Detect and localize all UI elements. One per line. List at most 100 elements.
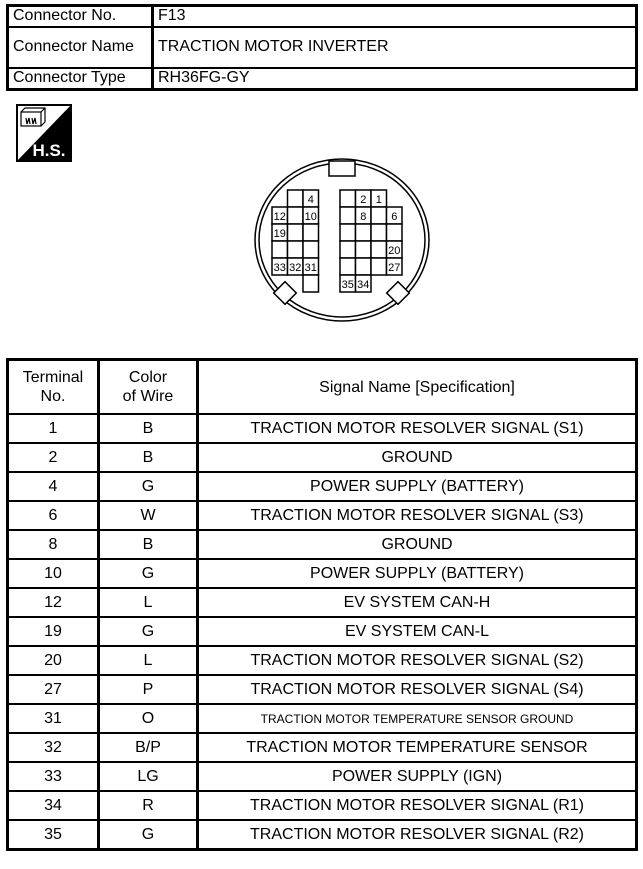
cell-signal: TRACTION MOTOR RESOLVER SIGNAL (R1) (196, 790, 638, 821)
cell-terminal: 31 (6, 703, 100, 734)
pin-number: 10 (305, 211, 317, 223)
cell-terminal: 32 (6, 732, 100, 763)
pin-cavity (370, 223, 388, 242)
cell-color: B (97, 442, 199, 473)
cell-color: B/P (97, 732, 199, 763)
pin-number: 19 (274, 228, 286, 240)
cell-signal: TRACTION MOTOR RESOLVER SIGNAL (S1) (196, 413, 638, 444)
pin-number: 4 (308, 194, 314, 206)
pin-cavity (339, 189, 357, 208)
latch-left (272, 280, 298, 306)
cell-terminal: 10 (6, 558, 100, 589)
cell-color: G (97, 558, 199, 589)
connector-no-row: Connector No. F13 (6, 4, 638, 28)
connector-name-value: TRACTION MOTOR INVERTER (151, 25, 638, 69)
harness-side-icon: H.S. (16, 104, 72, 162)
pin-number: 35 (342, 279, 354, 291)
cell-signal: TRACTION MOTOR RESOLVER SIGNAL (S3) (196, 500, 638, 531)
pin-cavity (271, 240, 289, 259)
pin-cavity (302, 223, 320, 242)
cell-signal: TRACTION MOTOR RESOLVER SIGNAL (S2) (196, 645, 638, 676)
cell-signal: POWER SUPPLY (BATTERY) (196, 471, 638, 502)
pin-cavity (286, 206, 304, 225)
header-color: Color of Wire (97, 358, 199, 415)
pin-number: 27 (388, 262, 400, 274)
pin-number: 31 (305, 262, 317, 274)
cell-color: W (97, 500, 199, 531)
pin-cavity (370, 206, 388, 225)
cell-terminal: 20 (6, 645, 100, 676)
pin-number: 33 (274, 262, 286, 274)
cell-color: G (97, 616, 199, 647)
connector-type-value: RH36FG-GY (151, 66, 638, 91)
cell-color: R (97, 790, 199, 821)
connector-info-table: Connector No. F13 Connector Name TRACTIO… (6, 4, 638, 91)
hs-label: H.S. (32, 141, 65, 160)
pin-cavity (339, 223, 357, 242)
connector-key (328, 160, 356, 177)
pin-cavity (354, 240, 372, 259)
pin-cavity (286, 189, 304, 208)
cell-color: G (97, 819, 199, 851)
cell-color: B (97, 529, 199, 560)
cell-terminal: 4 (6, 471, 100, 502)
pin-cavity (370, 257, 388, 276)
connector-glyph-icon (20, 107, 46, 127)
cell-signal: TRACTION MOTOR TEMPERATURE SENSOR (196, 732, 638, 763)
pin-cavity (339, 257, 357, 276)
pin-number: 2 (360, 194, 366, 206)
latch-right (385, 280, 411, 306)
cell-color: L (97, 587, 199, 618)
header-terminal-line1: Terminal (22, 369, 84, 386)
cell-signal: EV SYSTEM CAN-L (196, 616, 638, 647)
cell-signal: POWER SUPPLY (BATTERY) (196, 558, 638, 589)
pin-cavity (302, 274, 320, 293)
pin-cavity (354, 223, 372, 242)
pin-cavity (339, 240, 357, 259)
cell-terminal: 33 (6, 761, 100, 792)
pin-cavity (286, 240, 304, 259)
connector-type-row: Connector Type RH36FG-GY (6, 66, 638, 91)
pin-number: 8 (360, 211, 366, 223)
connector-no-label: Connector No. (6, 4, 154, 28)
header-color-line2: of Wire (122, 388, 174, 405)
header-signal: Signal Name [Specification] (196, 358, 638, 415)
cell-color: LG (97, 761, 199, 792)
header-terminal-line2: No. (40, 388, 66, 405)
cell-terminal: 6 (6, 500, 100, 531)
cell-color: G (97, 471, 199, 502)
header-color-line1: Color (128, 369, 168, 386)
cell-terminal: 34 (6, 790, 100, 821)
pin-cavity (354, 274, 372, 293)
cell-color: B (97, 413, 199, 444)
cell-terminal: 27 (6, 674, 100, 705)
connector-name-label: Connector Name (6, 25, 154, 69)
cell-signal: TRACTION MOTOR RESOLVER SIGNAL (R2) (196, 819, 638, 851)
pin-number: 1 (376, 194, 382, 206)
cell-terminal: 1 (6, 413, 100, 444)
pin-cavity (286, 223, 304, 242)
pin-cavity (339, 206, 357, 225)
cell-color: L (97, 645, 199, 676)
pin-number: 32 (289, 262, 301, 274)
cell-terminal: 19 (6, 616, 100, 647)
cell-signal: POWER SUPPLY (IGN) (196, 761, 638, 792)
pin-cavity (354, 257, 372, 276)
cell-signal: GROUND (196, 442, 638, 473)
cell-color: P (97, 674, 199, 705)
